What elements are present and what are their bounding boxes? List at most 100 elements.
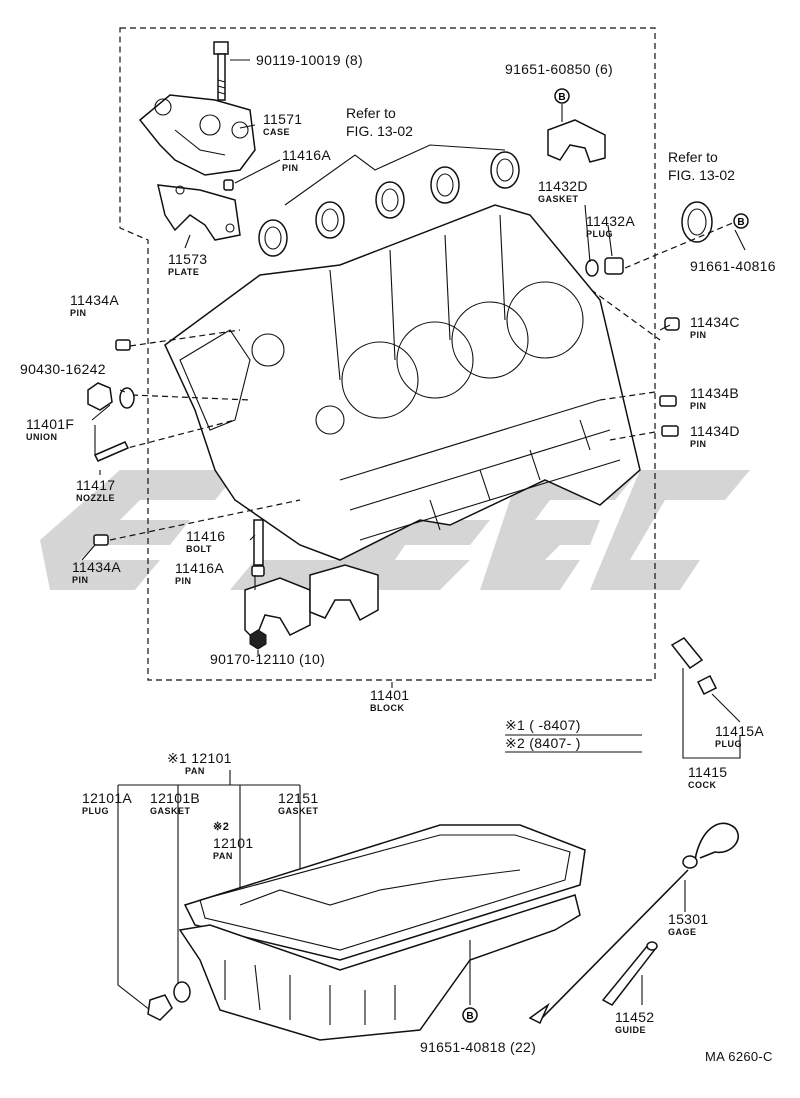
leader-cock	[682, 668, 741, 759]
label-11571-case: CASE	[263, 127, 291, 137]
note-lines	[505, 734, 642, 753]
label-11417: 11417	[76, 477, 116, 493]
label-11416a-top: 11416A	[282, 147, 332, 163]
label-refer-fig-2b: FIG. 13-02	[668, 167, 735, 183]
label-11434a-1-pin: PIN	[70, 308, 87, 318]
label-15301: 15301	[668, 911, 709, 927]
label-12101b: 12101B	[150, 790, 201, 806]
label-11416a-2-pin: PIN	[175, 576, 192, 586]
label-12101-2-mark: ※2	[213, 821, 230, 833]
label-11432d: 11432D	[538, 178, 588, 194]
plate-11573-icon	[157, 184, 241, 241]
label-12151-gasket: GASKET	[278, 806, 319, 816]
label-note-1: ※1 ( -8407)	[505, 717, 581, 733]
b-marker-lower: B	[462, 1007, 478, 1023]
drain-cock-11415-icon	[670, 637, 718, 696]
label-11434a-2-pin: PIN	[72, 575, 89, 585]
pin-11434b-icon	[659, 395, 677, 407]
drain-plug-12101a-icon	[147, 981, 191, 1021]
label-11401: 11401	[370, 687, 410, 703]
block-group-boundary	[119, 27, 656, 681]
label-12101-2-pan: PAN	[213, 851, 233, 861]
leader-misc	[81, 59, 746, 655]
pin-11434a-icon	[115, 339, 131, 351]
pin-11416a-icon	[223, 179, 234, 191]
label-11415-cock: COCK	[688, 780, 717, 790]
label-11573: 11573	[168, 251, 208, 267]
bolt-11416-icon	[251, 519, 265, 577]
label-11434b: 11434B	[690, 385, 740, 401]
label-91651-40818: 91651-40818 (22)	[420, 1039, 537, 1055]
label-90119-10019: 90119-10019 (8)	[256, 52, 363, 68]
guide-11452-icon	[601, 941, 658, 1006]
label-refer-fig-2a: Refer to	[668, 149, 718, 165]
pin-11434c-icon	[664, 317, 680, 331]
leader-plug-dashed	[574, 221, 736, 341]
label-11417-nozzle: NOZZLE	[76, 493, 115, 503]
label-refer-fig-1b: FIG. 13-02	[346, 123, 413, 139]
dipstick-15301-icon	[528, 822, 739, 1025]
nozzle-11417-icon	[93, 441, 130, 462]
b-marker-upper: B	[554, 88, 570, 104]
label-11434d-pin: PIN	[690, 439, 707, 449]
label-11401-block: BLOCK	[370, 703, 405, 713]
case-11571-icon	[138, 94, 256, 176]
label-11452-guide: GUIDE	[615, 1025, 647, 1035]
label-15301-gage: GAGE	[668, 927, 697, 937]
svg-text:B: B	[558, 92, 565, 103]
oil-seal-icon	[681, 201, 713, 243]
label-91661-40816: 91661-40816	[690, 258, 776, 274]
label-11415: 11415	[688, 764, 728, 780]
label-refer-fig-1a: Refer to	[346, 105, 396, 121]
label-11416: 11416	[186, 528, 226, 544]
pin-11434a-lower-icon	[93, 534, 109, 546]
plug-11432a-icon	[585, 257, 624, 277]
label-11573-plate: PLATE	[168, 267, 200, 277]
label-90170-12110: 90170-12110 (10)	[210, 651, 326, 667]
pin-11434d-icon	[661, 425, 679, 437]
diagram-code: MA 6260-C	[705, 1049, 773, 1064]
label-11415a: 11415A	[715, 723, 765, 739]
label-11416a-2: 11416A	[175, 560, 225, 576]
label-11415a-plug: PLUG	[715, 739, 743, 749]
bearing-cap-upper-icon	[547, 119, 606, 163]
label-90430-16242: 90430-16242	[20, 361, 106, 377]
label-11432a-plug: PLUG	[586, 229, 614, 239]
label-11432d-gasket: GASKET	[538, 194, 579, 204]
engine-block-icon	[164, 204, 641, 561]
b-marker-right: B	[733, 213, 749, 229]
nut-90170-icon	[249, 629, 267, 650]
label-11434b-pin: PIN	[690, 401, 707, 411]
label-12101-pan-1-sub: PAN	[185, 766, 205, 776]
label-11434c-pin: PIN	[690, 330, 707, 340]
label-11401f: 11401F	[26, 416, 75, 432]
label-11416a-top-pin: PIN	[282, 163, 299, 173]
leader-pan-group	[117, 770, 301, 1011]
label-12151: 12151	[278, 790, 319, 806]
bearing-shells-icon	[258, 144, 520, 257]
label-12101-2: 12101	[213, 835, 254, 851]
leader-dashed-pins	[109, 329, 656, 541]
label-11571: 11571	[263, 111, 303, 127]
label-11401f-union: UNION	[26, 432, 58, 442]
label-11434a-2: 11434A	[72, 559, 122, 575]
label-11434a-1: 11434A	[70, 292, 120, 308]
label-12101a-plug: PLUG	[82, 806, 110, 816]
bolt-90119-icon	[213, 41, 229, 101]
label-11452: 11452	[615, 1009, 655, 1025]
svg-text:B: B	[737, 217, 744, 228]
label-12101a: 12101A	[82, 790, 133, 806]
label-11416-bolt: BOLT	[186, 544, 212, 554]
union-11401f-icon	[87, 382, 135, 411]
label-11434c: 11434C	[690, 314, 740, 330]
label-91651-60850: 91651-60850 (6)	[505, 61, 614, 77]
label-12101b-gasket: GASKET	[150, 806, 191, 816]
label-12101-pan-1: ※1 12101	[167, 750, 232, 766]
svg-text:B: B	[466, 1011, 473, 1022]
bearing-caps-lower-icon	[244, 564, 379, 642]
label-note-2: ※2 (8407- )	[505, 735, 581, 751]
label-11434d: 11434D	[690, 423, 740, 439]
label-11432a: 11432A	[586, 213, 636, 229]
oil-pan-icon	[178, 824, 586, 1041]
